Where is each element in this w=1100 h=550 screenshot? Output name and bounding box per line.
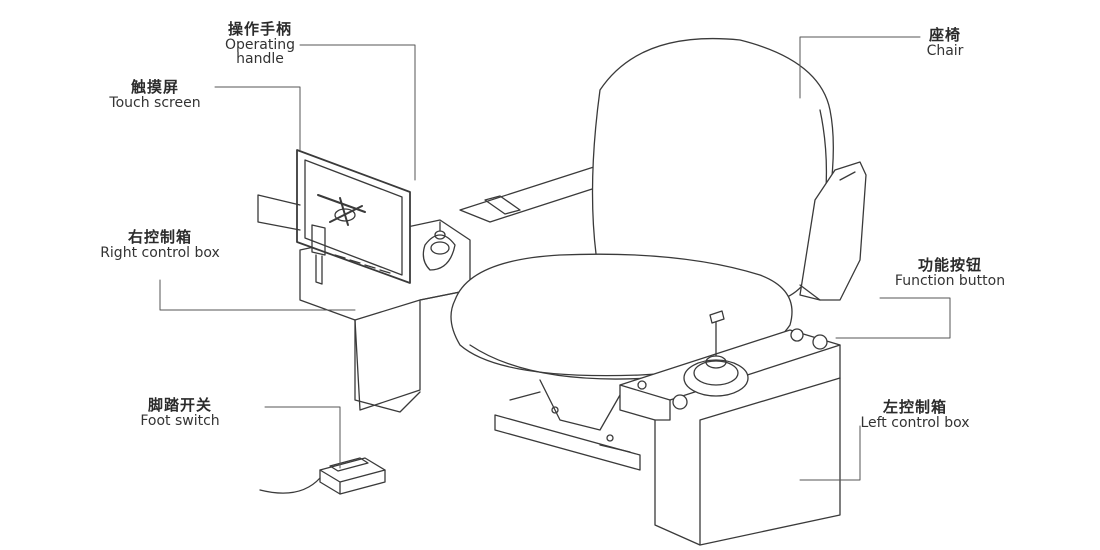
label-touch-screen: 触摸屏 Touch screen: [90, 78, 220, 111]
operating-handle-en-1: Operating: [225, 36, 295, 53]
seat-base-drawing: [494, 379, 641, 471]
right-control-box-zh: 右控制箱: [127, 228, 192, 246]
right-control-box-en: Right control box: [100, 244, 220, 261]
label-operating-handle: 操作手柄 Operating handle: [205, 20, 315, 68]
left-control-box-drawing: [619, 328, 841, 546]
touch-screen-drawing: [257, 149, 411, 285]
chair-en: Chair: [926, 42, 964, 59]
operating-handle-zh: 操作手柄: [227, 20, 292, 38]
touch-screen-en: Touch screen: [109, 94, 201, 111]
operating-handle-drawing: [422, 221, 456, 271]
foot-switch-zh: 脚踏开关: [147, 396, 212, 414]
joystick-drawing: [683, 310, 749, 397]
function-button-zh: 功能按钮: [917, 256, 982, 274]
operating-handle-en-2: handle: [236, 51, 284, 68]
label-foot-switch: 脚踏开关 Foot switch: [120, 396, 240, 429]
function-button-drawing: [799, 161, 867, 301]
touch-screen-zh: 触摸屏: [130, 78, 179, 96]
label-right-control-box: 右控制箱 Right control box: [75, 228, 245, 261]
left-control-box-en: Left control box: [860, 414, 970, 431]
foot-switch-drawing: [259, 457, 386, 495]
label-left-control-box: 左控制箱 Left control box: [840, 398, 990, 431]
leader-lines: [159, 36, 951, 481]
foot-switch-en: Foot switch: [140, 412, 220, 429]
function-button-en: Function button: [894, 272, 1006, 289]
label-chair: 座椅 Chair: [905, 26, 985, 59]
chair-seat-drawing: [450, 253, 793, 380]
chair-backrest-drawing: [591, 37, 834, 301]
label-function-button: 功能按钮 Function button: [870, 256, 1030, 289]
left-control-box-zh: 左控制箱: [882, 398, 947, 416]
chair-zh: 座椅: [928, 26, 961, 44]
